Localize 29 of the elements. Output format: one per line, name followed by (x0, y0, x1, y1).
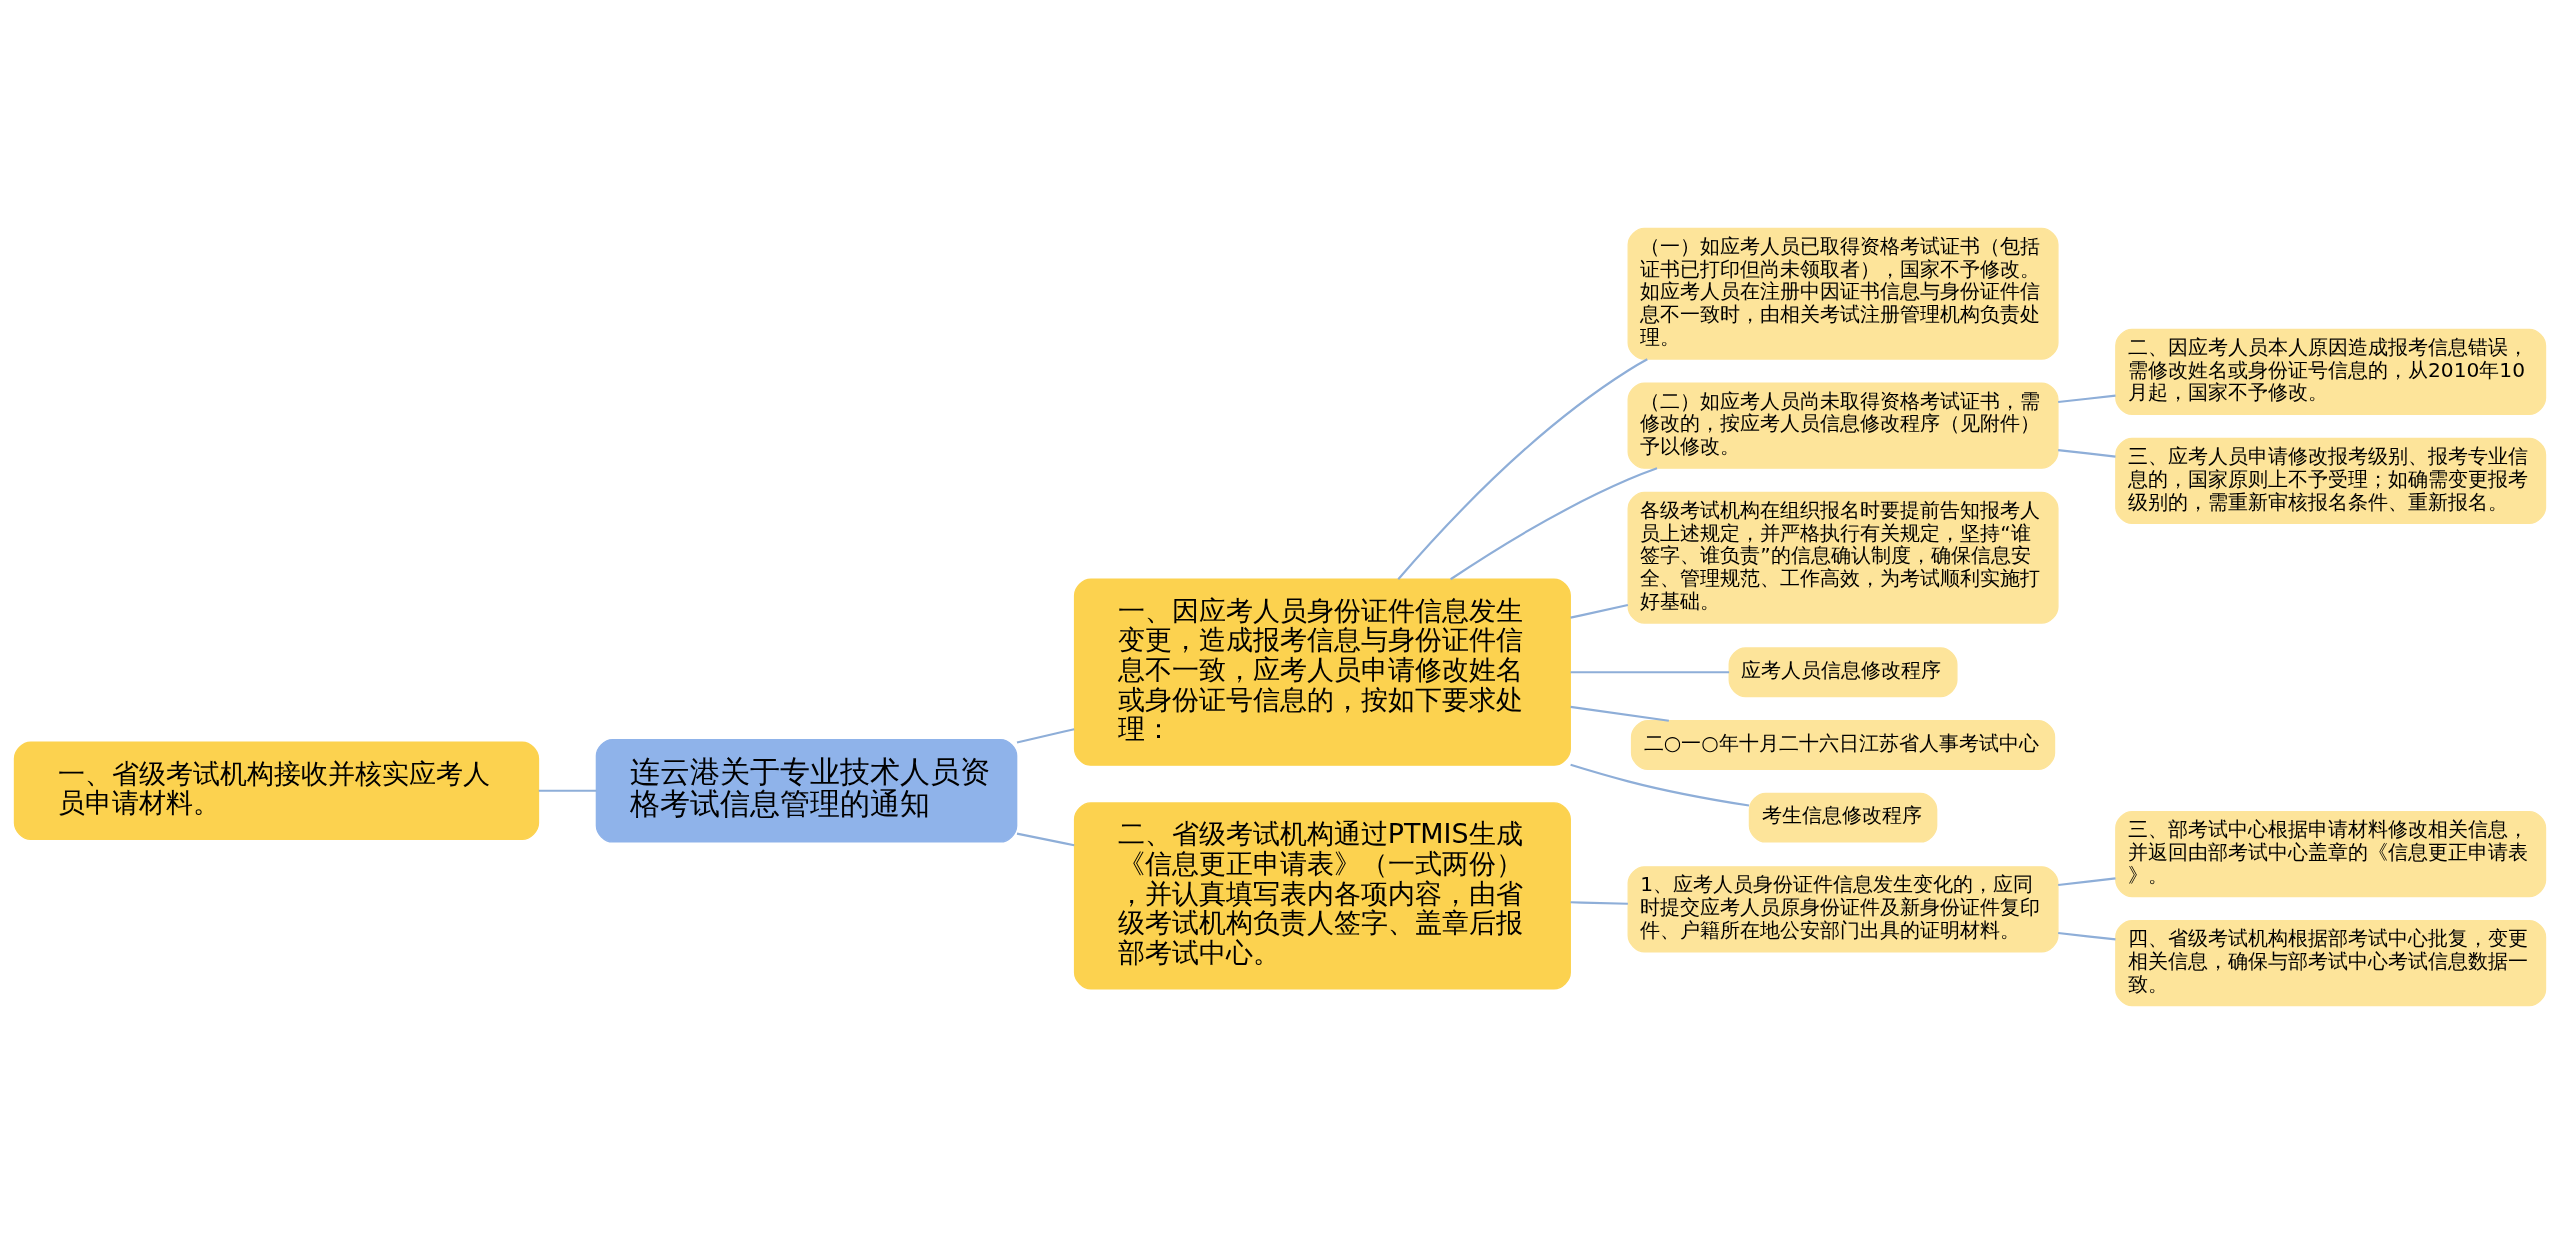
connector (1570, 763, 1750, 807)
connector (538, 789, 597, 792)
connector (1570, 900, 1628, 905)
connector (2058, 448, 2116, 458)
node-box: 二、省级考试机构通过PTMIS生成《信息更正申请表》（一式两份），并认真填写表内各项内容，由省级考试机构负责人签字、盖章后报部考试中心。 (1073, 801, 1571, 989)
node-box: 二○一○年十月二十六日江苏省人事考试中心 (1630, 719, 2056, 770)
node-box: 四、省级考试机构根据部考试中心批复，变更相关信息，确保与部考试中心考试信息数据一致。 (2115, 919, 2547, 1006)
connector (1016, 832, 1075, 846)
node-box: （二）如应考人员尚未取得资格考试证书，需修改的，按应考人员信息修改程序（见附件）予以修改。 (1627, 382, 2059, 469)
connector (1397, 357, 1648, 580)
node-box: （一）如应考人员已取得资格考试证书（包括证书已打印但尚未领取者），国家不予修改。如应考人员在注册中因证书信息与身份证件信息不一致时，由相关考试注册管理机构负责处理。 (1627, 227, 2059, 360)
node-box: 考生信息修改程序 (1748, 792, 1938, 843)
node-box: 二、因应考人员本人原因造成报考信息错误，需修改姓名或身份证号信息的，从2010年10月起，国家不予修改。 (2115, 328, 2547, 415)
node-box: 一、省级考试机构接收并核实应考人员申请材料。 (13, 741, 540, 840)
connector (1570, 603, 1629, 619)
node-box: 各级考试机构在组织报名时要提前告知报考人员上述规定，并严格执行有关规定，坚持“谁签字、谁负责”的信息确认制度，确保信息安全、管理规范、工作高效，为考试顺利实施打好基础。 (1627, 491, 2059, 624)
connector (2058, 394, 2116, 403)
node-box: 一、因应考人员身份证件信息发生变更，造成报考信息与身份证件信息不一致，应考人员申请修改姓名或身份证号信息的，按如下要求处理： (1073, 578, 1571, 766)
connector (1570, 670, 1730, 673)
connector (1570, 705, 1669, 722)
connector (2058, 931, 2116, 940)
connector (1450, 466, 1658, 580)
node-box: 三、部考试中心根据申请材料修改相关信息，并返回由部考试中心盖章的《信息更正申请表》。 (2115, 810, 2547, 897)
node-box: 连云港关于专业技术人员资格考试信息管理的通知 (595, 738, 1018, 843)
node-box: 三、应考人员申请修改报考级别、报考专业信息的，国家原则上不予受理；如确需变更报考级别的，需重新审核报名条件、重新报名。 (2115, 437, 2547, 524)
connector (2058, 876, 2116, 886)
connector (1016, 727, 1075, 743)
node-box: 1、应考人员身份证件信息发生变化的，应同时提交应考人员原身份证件及新身份证件复印件、户籍所在地公安部门出具的证明材料。 (1627, 865, 2059, 952)
node-box: 应考人员信息修改程序 (1728, 646, 1958, 697)
